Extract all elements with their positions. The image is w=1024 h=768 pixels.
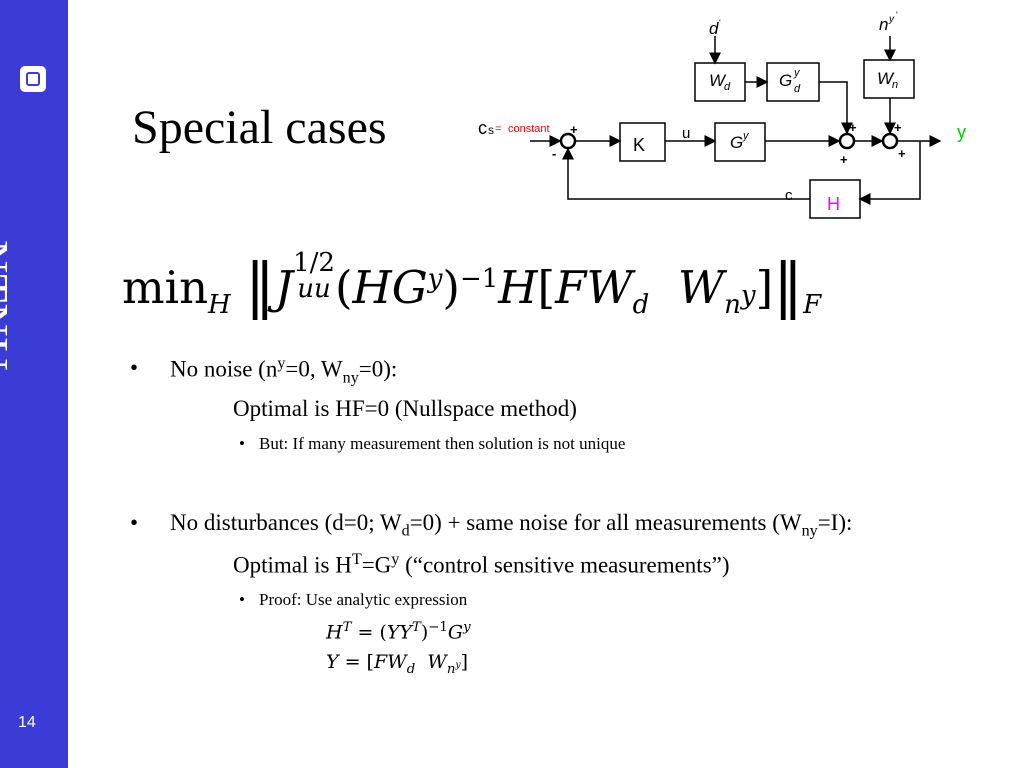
cs-sub-label: s (488, 123, 494, 137)
block-diagram: c s = constant + - K u G y W d G y d W n… (478, 10, 966, 219)
bullet-1-suffix: =0): (358, 356, 398, 382)
bullet-2-mid: =0) + same noise for all measurements (W (409, 510, 802, 535)
logo-text: NTNU (0, 240, 18, 372)
n-prime-label: ' (896, 10, 898, 20)
wd-sub-label: d (724, 81, 731, 93)
line-2-a: Optimal is H (233, 552, 352, 578)
y-output-label: y (957, 122, 966, 142)
bullet-2-sub2: ny (801, 522, 818, 540)
bullet-2-sub: d (401, 522, 410, 540)
k-label: K (633, 135, 645, 155)
line-2-sup: T (351, 551, 362, 568)
bullet-2-suffix: =I): (817, 510, 853, 535)
line-2-sup2: y (391, 551, 400, 568)
line-2-b: =G (361, 552, 392, 578)
sidebar: NTNU 14 (0, 0, 68, 768)
proof-note: •Proof: Use analytic expression (239, 590, 468, 609)
h-label: H (827, 194, 840, 214)
gy-label: G (730, 133, 743, 152)
minus-sign: - (552, 146, 556, 161)
ht-equation: HT = (YYT)−1Gy (326, 620, 471, 644)
u-label: u (682, 125, 690, 142)
cs-eq-label: = (495, 123, 501, 135)
summing-junction-2 (838, 132, 856, 150)
bullet-1-sup: y (277, 355, 286, 372)
cs-label: c (478, 118, 487, 138)
bullet-1-note: But: If many measurement then solution i… (259, 434, 626, 453)
control-sensitive-line: Optimal is HT=Gy (“control sensitive mea… (233, 551, 730, 579)
summing-junction-3 (881, 132, 899, 150)
bullet-no-noise: •No noise (ny=0, Wny=0): (130, 355, 398, 387)
bullet-2-prefix: No disturbances (d=0; W (170, 510, 402, 535)
not-unique-note: •But: If many measurement then solution … (239, 434, 626, 453)
bullet-no-disturbances: •No disturbances (d=0; Wd=0) + same nois… (130, 510, 853, 540)
plus-sign-3: + (840, 152, 848, 167)
wn-label: W (877, 69, 895, 88)
plus-sign-4: + (894, 120, 902, 135)
gyd-block (766, 62, 820, 102)
bullet-1-sub: ny (342, 369, 359, 387)
wn-sub-label: n (892, 79, 898, 91)
wd-label: W (709, 71, 727, 90)
d-input-label: d (709, 19, 719, 38)
slide-title: Special cases (132, 101, 387, 154)
gy-sup-label: y (742, 130, 750, 142)
nullspace-line: Optimal is HF=0 (Nullspace method) (233, 396, 577, 421)
bullet-1-prefix: No noise (n (170, 356, 278, 382)
gyd-sub-label: d (794, 83, 801, 95)
line-2-c: (“control sensitive measurements”) (399, 552, 730, 578)
gyd-label: G (779, 71, 792, 90)
bullet-2-note: Proof: Use analytic expression (259, 590, 468, 609)
c-label: c (785, 187, 793, 204)
plus-sign-2: + (849, 120, 857, 135)
bullet-1-mid: =0, W (285, 356, 343, 382)
n-sup-label: y (888, 14, 895, 25)
plus-sign-1: + (570, 122, 578, 137)
cs-constant-label: constant (508, 123, 550, 135)
y-equation: Y = [FWd Wny] (326, 651, 469, 677)
d-prime-label: ' (719, 18, 721, 28)
ntnu-logo-icon (20, 66, 46, 92)
page-number: 14 (18, 714, 36, 731)
plus-sign-5: + (898, 146, 906, 161)
n-input-label: n (879, 15, 888, 34)
gyd-sup-label: y (793, 67, 801, 79)
